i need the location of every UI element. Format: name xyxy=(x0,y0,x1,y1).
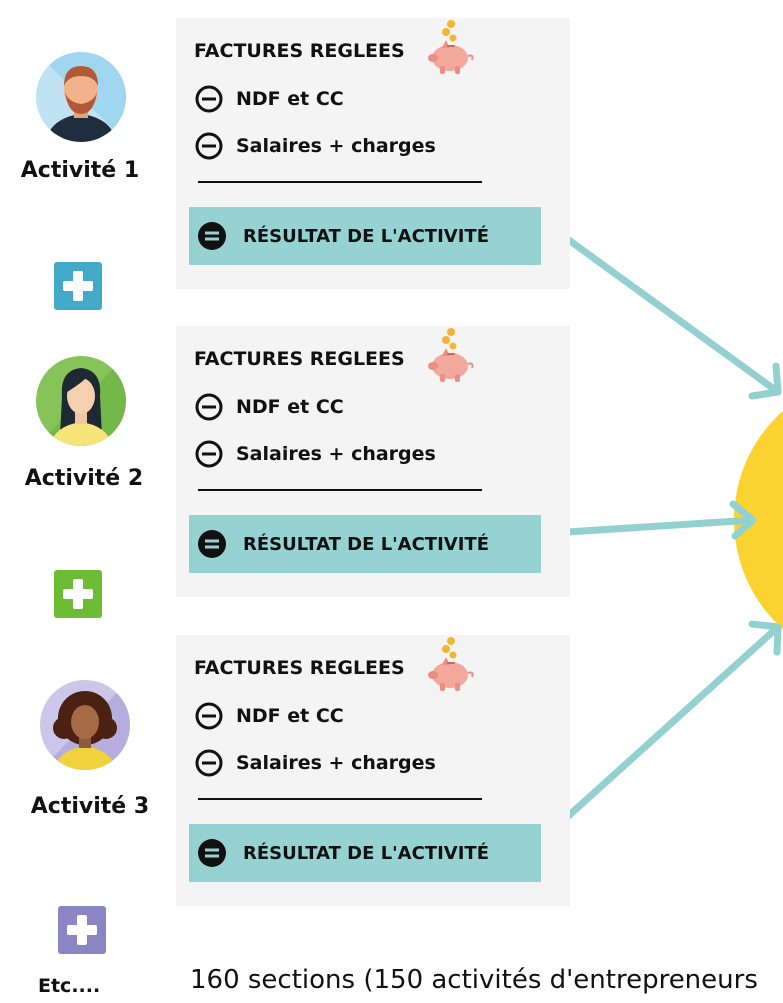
activity-card-1: FACTURES REGLEES NDF et CC Salaires + ch… xyxy=(176,18,570,289)
row-label: NDF et CC xyxy=(236,396,344,418)
plus-square-icon xyxy=(58,906,106,954)
equals-circle-icon xyxy=(198,222,226,250)
equals-circle-icon xyxy=(198,839,226,867)
divider xyxy=(198,798,482,800)
result-label: RÉSULTAT DE L'ACTIVITÉ xyxy=(243,225,489,247)
arrow-3-head xyxy=(748,620,782,656)
activity-label-2: Activité 2 xyxy=(24,466,144,491)
result-bar: RÉSULTAT DE L'ACTIVITÉ xyxy=(189,824,541,882)
card-title: FACTURES REGLEES xyxy=(194,348,405,370)
row-label: NDF et CC xyxy=(236,705,344,727)
row-salaires: Salaires + charges xyxy=(194,131,436,161)
result-label: RÉSULTAT DE L'ACTIVITÉ xyxy=(243,842,489,864)
arrow-1 xyxy=(551,226,782,396)
footer-text: 160 sections (150 activités d'entreprene… xyxy=(190,965,758,995)
row-label: Salaires + charges xyxy=(236,752,436,774)
divider xyxy=(198,181,482,183)
plus-square-icon xyxy=(54,570,102,618)
activity-label-3: Activité 3 xyxy=(30,794,150,819)
activity-card-2: FACTURES REGLEES NDF et CC Salaires + ch… xyxy=(176,326,570,597)
card-title: FACTURES REGLEES xyxy=(194,657,405,679)
divider xyxy=(198,489,482,491)
arrow-3 xyxy=(551,623,782,832)
row-salaires: Salaires + charges xyxy=(194,439,436,469)
card-title: FACTURES REGLEES xyxy=(194,40,405,62)
row-ndf: NDF et CC xyxy=(194,392,344,422)
activity-label-1: Activité 1 xyxy=(20,158,140,183)
arrow-2-head xyxy=(729,500,757,540)
activity-card-3: FACTURES REGLEES NDF et CC Salaires + ch… xyxy=(176,635,570,906)
arrow-1-head xyxy=(748,362,782,400)
row-ndf: NDF et CC xyxy=(194,701,344,731)
plus-square-icon xyxy=(54,262,102,310)
etc-label: Etc.... xyxy=(38,975,101,997)
row-ndf: NDF et CC xyxy=(194,84,344,114)
arrow-2 xyxy=(548,516,757,537)
minus-circle-icon xyxy=(195,749,223,777)
result-bar: RÉSULTAT DE L'ACTIVITÉ xyxy=(189,207,541,265)
dark-haired-woman-avatar xyxy=(36,356,126,446)
row-label: Salaires + charges xyxy=(236,135,436,157)
minus-circle-icon xyxy=(195,702,223,730)
bearded-man-avatar xyxy=(36,52,126,142)
piggy-bank-icon xyxy=(428,20,474,74)
minus-circle-icon xyxy=(195,393,223,421)
minus-circle-icon xyxy=(195,85,223,113)
equals-circle-icon xyxy=(198,530,226,558)
minus-circle-icon xyxy=(195,132,223,160)
curly-haired-woman-avatar xyxy=(40,680,130,770)
piggy-bank-icon xyxy=(428,637,474,691)
piggy-bank-icon xyxy=(428,328,474,382)
result-label: RÉSULTAT DE L'ACTIVITÉ xyxy=(243,533,489,555)
minus-circle-icon xyxy=(195,440,223,468)
row-label: NDF et CC xyxy=(236,88,344,110)
target-circle xyxy=(734,410,783,630)
result-bar: RÉSULTAT DE L'ACTIVITÉ xyxy=(189,515,541,573)
row-label: Salaires + charges xyxy=(236,443,436,465)
row-salaires: Salaires + charges xyxy=(194,748,436,778)
